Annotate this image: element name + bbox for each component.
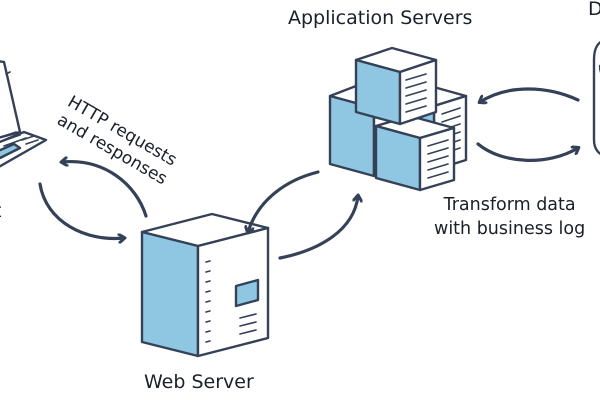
app-server-cube-top [354, 46, 438, 126]
web-server-label: Web Server [144, 371, 254, 393]
transform-label-line1: Transform data [443, 195, 576, 215]
transform-data-label: Transform data with business log [434, 193, 585, 241]
arrow-web-app [248, 170, 358, 260]
database-icon [592, 41, 600, 155]
client-label: t [0, 202, 1, 221]
database-label: D [588, 0, 600, 20]
application-servers-label: Application Servers [288, 7, 473, 29]
application-servers-icon [328, 46, 468, 192]
laptop-icon [0, 60, 48, 168]
app-server-cube-front [374, 114, 456, 192]
arrow-client-web [38, 162, 148, 239]
arrow-app-db [476, 87, 578, 162]
web-server-icon [140, 212, 270, 358]
transform-label-line2: with business log [434, 219, 586, 239]
